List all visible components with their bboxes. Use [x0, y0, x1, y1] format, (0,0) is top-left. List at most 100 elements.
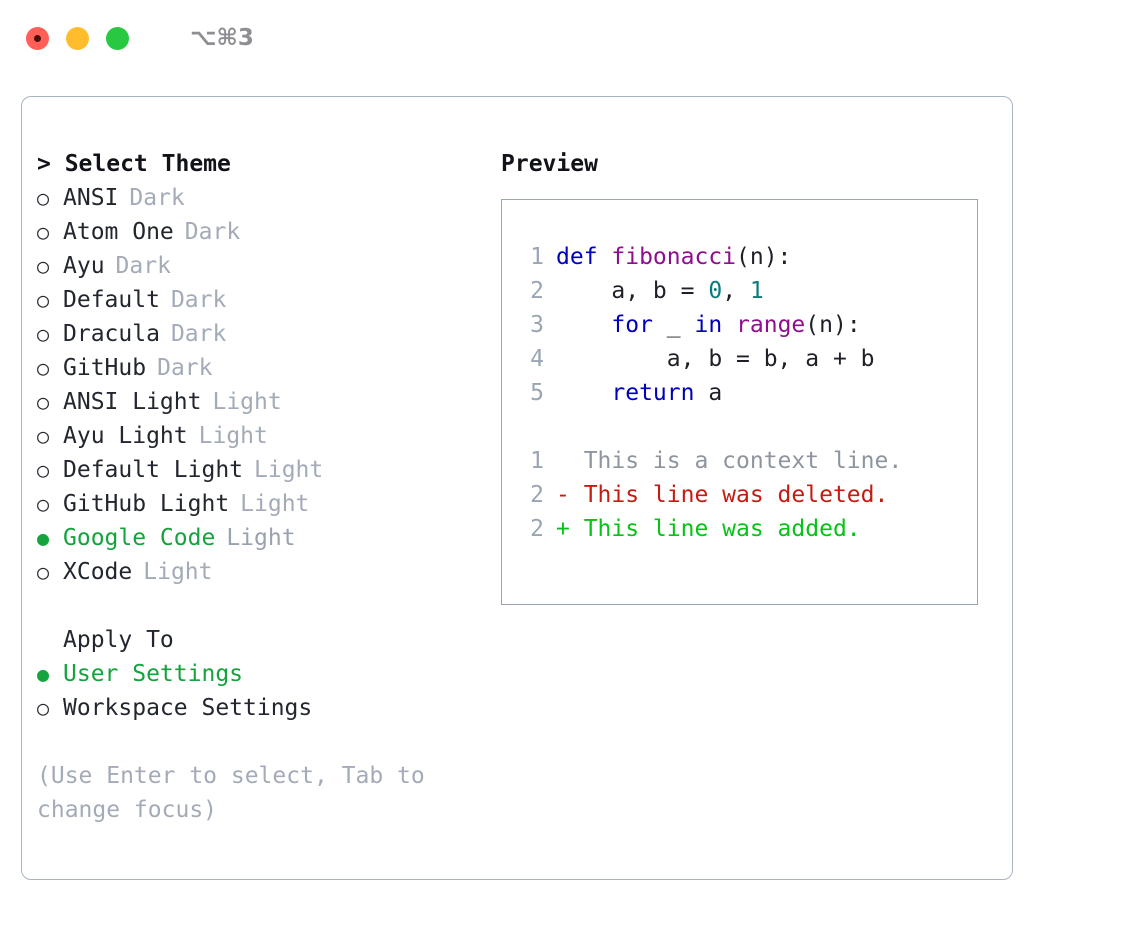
code-line: 2 a, b = 0, 1 — [514, 274, 977, 308]
diff-line: 2 - This line was deleted. — [514, 478, 977, 512]
theme-option-label: Dracula — [63, 321, 160, 347]
code-token-kw: for — [611, 312, 653, 338]
theme-option-category: Light — [212, 389, 282, 415]
code-line-text: a, b = b, a + b — [556, 342, 875, 376]
code-line: 1 def fibonacci(n): — [514, 240, 977, 274]
minimize-button[interactable] — [66, 26, 89, 50]
preview-header: Preview — [501, 151, 598, 177]
theme-option-github[interactable]: ○ GitHub Dark — [37, 351, 467, 385]
code-token-pln: a, b = — [556, 278, 709, 304]
radio-unselected-icon[interactable]: ○ — [37, 696, 50, 720]
code-token-pln — [722, 312, 736, 338]
diff-line-text-del: - This line was deleted. — [556, 482, 889, 508]
theme-option-label: ANSI — [63, 185, 119, 211]
code-token-num: 1 — [749, 278, 764, 304]
theme-option-label: GitHub Light — [63, 491, 230, 517]
diff-line-number: 2 — [530, 516, 544, 542]
code-token-pln: a — [694, 380, 723, 406]
theme-option-label: Ayu Light — [63, 423, 188, 449]
code-line-number: 2 — [530, 278, 544, 304]
radio-unselected-icon[interactable]: ○ — [37, 458, 50, 482]
code-line-number: 3 — [530, 312, 544, 338]
apply-to-option-user-settings[interactable]: ● User Settings — [37, 657, 467, 691]
code-token-pln: a, b = b, a + b — [556, 346, 875, 372]
theme-option-ansi-light[interactable]: ○ ANSI Light Light — [37, 385, 467, 419]
radio-unselected-icon[interactable]: ○ — [37, 186, 50, 210]
code-line-number: 1 — [530, 244, 544, 270]
theme-option-category: Dark — [184, 219, 241, 245]
code-line: 4 a, b = b, a + b — [514, 342, 977, 376]
code-token-pln — [556, 312, 611, 338]
diff-line: 2 + This line was added. — [514, 512, 977, 546]
radio-unselected-icon[interactable]: ○ — [37, 424, 50, 448]
code-line-text: def fibonacci(n): — [556, 240, 791, 274]
maximize-button[interactable] — [106, 26, 129, 50]
code-token-pln: (n): — [736, 244, 792, 270]
theme-option-label: XCode — [63, 559, 133, 585]
code-token-kw: return — [611, 380, 695, 406]
apply-to-option-label: User Settings — [63, 661, 244, 687]
radio-unselected-icon[interactable]: ○ — [37, 356, 50, 380]
diff-line: 1 This is a context line. — [514, 444, 977, 478]
theme-option-category: Light — [226, 525, 296, 551]
diff-line-number: 2 — [530, 482, 544, 508]
radio-unselected-icon[interactable]: ○ — [37, 220, 50, 244]
radio-unselected-icon[interactable]: ○ — [37, 560, 50, 584]
code-token-kw: in — [694, 312, 723, 338]
diff-line-text-context: This is a context line. — [556, 448, 903, 474]
theme-option-ansi[interactable]: ○ ANSI Dark — [37, 181, 467, 215]
radio-unselected-icon[interactable]: ○ — [37, 254, 50, 278]
apply-to-options-list[interactable]: ● User Settings ○Workspace Settings — [37, 657, 467, 725]
diff-sample: 1 This is a context line. 2 - This line wa… — [514, 444, 977, 546]
title-bar: ⌥⌘3 — [0, 0, 1140, 76]
radio-selected-icon[interactable]: ● — [37, 662, 50, 686]
radio-unselected-icon[interactable]: ○ — [37, 390, 50, 414]
theme-option-label: GitHub — [63, 355, 147, 381]
theme-option-category: Dark — [115, 253, 171, 279]
theme-option-label: ANSI Light — [63, 389, 202, 415]
radio-unselected-icon[interactable]: ○ — [37, 322, 50, 346]
apply-to-option-workspace-settings[interactable]: ○Workspace Settings — [37, 691, 467, 725]
radio-unselected-icon[interactable]: ○ — [37, 288, 50, 312]
theme-option-github-light[interactable]: ○ GitHub Light Light — [37, 487, 467, 521]
code-line-number: 5 — [530, 380, 544, 406]
theme-option-category: Dark — [129, 185, 185, 211]
close-button[interactable] — [26, 26, 49, 50]
select-theme-header: > Select Theme — [37, 151, 231, 177]
theme-option-category: Light — [254, 457, 324, 483]
code-token-pln: , — [722, 278, 750, 304]
preview-gap — [514, 410, 977, 444]
code-token-fn: range — [736, 312, 806, 338]
diff-line-text-add: + This line was added. — [556, 516, 861, 542]
theme-option-category: Dark — [157, 355, 213, 381]
theme-option-category: Dark — [170, 287, 227, 313]
radio-selected-icon[interactable]: ● — [37, 526, 50, 550]
keyboard-shortcut-label: ⌥⌘3 — [190, 25, 254, 51]
code-line: 5 return a — [514, 376, 977, 410]
code-token-pln: (n): — [805, 312, 861, 338]
theme-option-category: Light — [240, 491, 310, 517]
apply-to-header: Apply To — [63, 627, 174, 653]
code-token-pln: _ — [652, 312, 695, 338]
keyboard-hint-text: (Use Enter to select, Tab to change focu… — [37, 763, 425, 823]
code-line-text: return a — [556, 376, 722, 410]
code-line-text: a, b = 0, 1 — [556, 274, 764, 308]
radio-unselected-icon[interactable]: ○ — [37, 492, 50, 516]
code-token-num: 0 — [708, 278, 723, 304]
code-line-number: 4 — [530, 346, 544, 372]
code-token-pln — [556, 380, 611, 406]
code-line: 3 for _ in range(n): — [514, 308, 977, 342]
